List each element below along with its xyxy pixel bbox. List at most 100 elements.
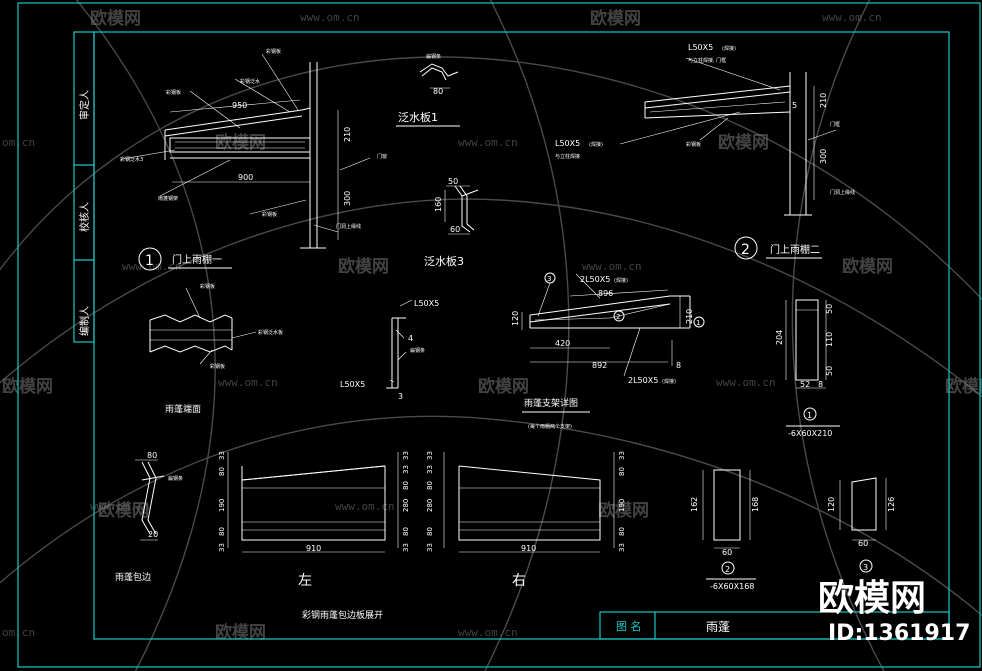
watermark-brand: 欧模网 [478,376,529,397]
support-dim-120: 120 [511,311,520,326]
plate3-dim-120: 120 [827,497,836,512]
watermark-url: www.om.cn [300,11,360,24]
view1-number: 1 [145,253,154,269]
view1-dim-300: 300 [343,191,352,206]
side-strip: 审定人 校核人 编制人 [78,90,91,336]
flashing-1: 80 扁钢条 泛水板1 [396,53,460,127]
watermark-brand: 欧模网 [215,622,266,643]
title-block-label: 图 名 [616,619,642,633]
watermark-url: www.om.cn [458,626,518,639]
plate-2: 162 168 60 2 -6X60X168 [690,469,760,591]
flashing1-note: 扁钢条 [426,53,441,60]
plate2-dim-162: 162 [690,497,699,512]
watermark-url: www.om.cn [822,11,882,24]
edge-dim-20: 20 [148,530,158,539]
view2-angle-top-note: (焊接) [722,45,736,52]
end-view: 彩钢板 彩钢泛水板 彩钢板 雨蓬端面 [149,283,283,415]
support-dim-210: 210 [685,309,694,324]
plate2-num: 2 [725,565,730,574]
plate1-dim-50a: 50 [825,304,834,314]
view-2-canopy: 210 300 5 L50X5 (焊接) 与立柱焊接, 门框 L50X5 (焊接… [555,43,855,260]
unfold-right-rdim: 80 [618,527,626,536]
unfold-left-dim: 33 [218,451,226,460]
unfold-left-rdim: 33 [402,465,410,474]
unfold-left-rdim: 80 [402,481,410,490]
end-view-callout: 彩钢板 [200,283,215,290]
support-dim-896: 896 [598,289,613,298]
unfold-right-rdim: 33 [618,451,626,460]
unfold-left-rdim: 280 [402,499,410,512]
unfold-right: 910 33 33 80 280 80 33 33 80 190 80 33 右 [426,451,626,589]
title-block-value: 雨蓬 [706,620,730,634]
flashing1-dim-80: 80 [433,87,443,96]
watermark-url: www.om.cn [458,136,518,149]
watermark-url: www.om.cn [335,500,395,513]
flashing1-title: 泛水板1 [398,110,438,124]
plate-1: 204 50 110 50 52 8 1 -6X60X210 [775,299,840,438]
unfold-right-dim: 33 [426,543,434,552]
support-title: 雨蓬支架详图 [524,397,578,409]
plate2-dim-168: 168 [751,497,760,512]
angle-joint-num4: 4 [408,334,413,343]
unfold-left-dim: 80 [218,527,226,536]
unfold-left-rdim: 33 [402,543,410,552]
unfold-left-width: 910 [306,544,321,553]
unfold-right-label: 右 [512,573,526,589]
edge-note: 扁钢条 [168,475,183,482]
view2-angle-top: L50X5 [688,43,713,52]
checker-label: 校核人 [78,202,91,232]
view1-callout: 彩钢板 [266,48,281,55]
watermark-brand: 欧模网 [338,256,389,277]
view2-dim-300: 300 [819,149,828,164]
unfold-right-dim: 80 [426,481,434,490]
view1-callout: 彩钢板 [262,211,277,218]
end-view-title: 雨蓬端面 [165,403,201,415]
unfold-left: 910 80 190 80 33 33 33 33 80 280 80 33 左 [218,451,410,589]
view1-dim-210: 210 [343,127,352,142]
end-view-callout: 彩钢泛水板 [258,329,283,336]
plate1-dim-50b: 50 [825,366,834,376]
support-dim-8: 8 [676,361,681,370]
view1-title: 门上雨棚一 [172,253,222,266]
unfold-left-label: 左 [298,573,312,589]
unfold-right-rdim: 80 [618,467,626,476]
view2-title: 门上雨棚二 [770,243,820,256]
view2-angle-top-sub: 与立柱焊接, 门框 [688,57,726,64]
view1-dim-900: 900 [238,173,253,182]
watermark-brand: 欧模网 [945,376,982,397]
unfold-right-dim: 80 [426,527,434,536]
view1-callout: 门窗 [377,153,387,160]
watermark-brand: 欧模网 [98,500,149,521]
unfold-right-width: 910 [521,544,536,553]
flashing3-title: 泛水板3 [424,254,464,268]
plate1-dim-110: 110 [825,332,834,347]
watermark-big-brand: 欧模网 [818,578,926,619]
edge-dim-80: 80 [147,451,157,460]
support-num2: 2 [616,313,620,321]
support-dim-892: 892 [592,361,607,370]
flashing-3: 50 160 60 泛水板3 [424,177,479,268]
unfold-left-rdim: 33 [402,451,410,460]
plate3-dim-126: 126 [887,497,896,512]
watermark-brand: 欧模网 [842,256,893,277]
support-bot-note: (焊接) [662,378,676,385]
view1-callout: 雨蓬钢架 [158,195,178,202]
watermark-brand: 欧模网 [590,8,641,29]
end-view-callout: 彩钢板 [210,363,225,370]
angle-joint-bottom: L50X5 [340,380,365,389]
unfold-right-dim: 33 [426,465,434,474]
plate2-dim-60: 60 [722,548,732,557]
view2-door-line: 门洞上缘线 [830,189,855,196]
watermark-url: www.om.cn [716,376,776,389]
watermark-brand: 欧模网 [598,500,649,521]
view2-dim-210: 210 [819,93,828,108]
watermark-url: www.om.cn [582,260,642,273]
watermark-url: www.om.cn [218,376,278,389]
angle-joint: L50X5 4 扁钢条 L50X5 3 [340,299,439,401]
unfold-left-rdim: 80 [402,527,410,536]
approver-label: 审定人 [78,90,91,120]
view2-angle-bot-sub: 与立柱焊接 [555,153,580,160]
plate3-dim-60: 60 [858,539,868,548]
